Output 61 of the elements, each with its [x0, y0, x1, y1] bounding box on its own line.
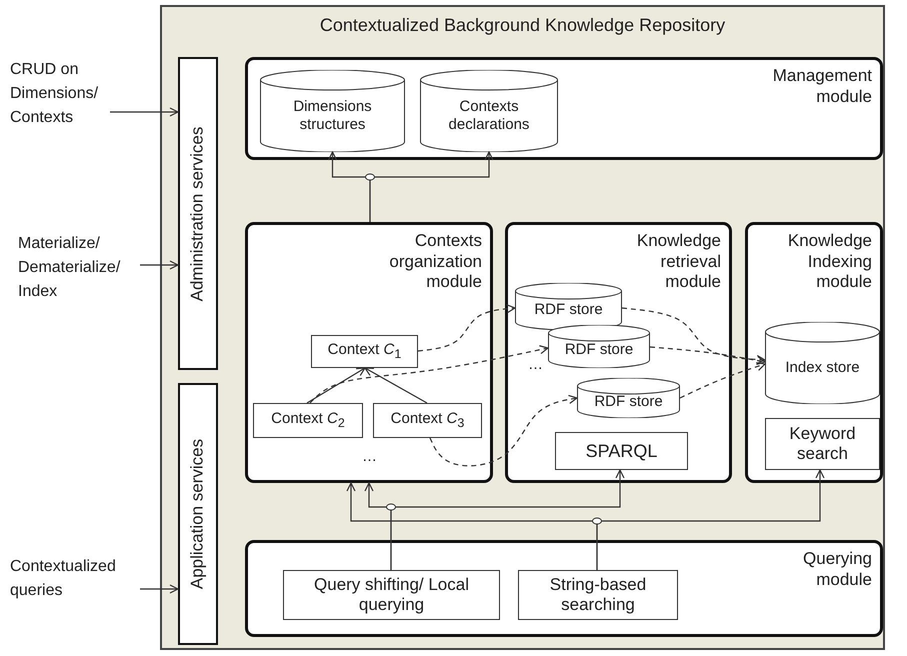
module-title: Knowledge retrieval module [636, 231, 721, 294]
dashed-arrow [310, 345, 549, 404]
input-label: CRUD on Dimensions/ Contexts [10, 60, 100, 128]
database-cylinder [548, 325, 650, 368]
input-label: Materialize/ Dematerialize/ Index [18, 234, 122, 302]
service-band [178, 57, 218, 370]
service-label: Administration services [188, 126, 208, 301]
dashed-arrow [429, 394, 578, 466]
database-cylinder [765, 322, 880, 404]
input-label: Contextualized queries [10, 557, 117, 601]
module-title: Querying module [802, 549, 872, 590]
arrow [369, 151, 494, 222]
dashed-arrow [418, 304, 516, 352]
module-panel [505, 222, 732, 483]
context-box [311, 335, 418, 368]
module-panel [245, 222, 493, 483]
component-box [555, 432, 688, 470]
box-label: Context C$_{2}$ [271, 410, 345, 431]
module-title: Management module [772, 66, 872, 108]
box-label: Context C$_{3}$ [390, 410, 464, 431]
component-box [518, 570, 678, 620]
ellipsis-text: … [528, 356, 543, 374]
store-label: RDF store [533, 300, 604, 320]
store-label: Contexts declarations [448, 96, 530, 135]
service-band [178, 383, 218, 645]
box-label: Query shifting/ Local querying [313, 575, 470, 615]
database-cylinder [515, 283, 622, 330]
repository-panel [160, 5, 885, 650]
dashed-arrow [650, 346, 766, 366]
arrow [596, 469, 825, 570]
module-title: Knowledge Indexing module [786, 231, 872, 294]
database-cylinder [420, 70, 558, 152]
module-title: Contexts organization module [388, 231, 482, 294]
module-panel [245, 57, 883, 160]
arrow [364, 367, 428, 404]
box-label: Keyword search [788, 424, 857, 464]
box-label: Context C$_{1}$ [328, 341, 402, 362]
module-panel [245, 540, 883, 637]
service-label: Application services [188, 438, 208, 590]
store-label: Index store [784, 358, 861, 378]
arrow [110, 107, 179, 117]
repository-title: Contextualized Background Knowledge Repository [318, 15, 726, 37]
component-box [765, 418, 880, 470]
box-label: String-based searching [548, 575, 648, 615]
store-label: RDF store [564, 340, 634, 360]
component-box [283, 570, 500, 620]
arrow [140, 260, 179, 270]
context-box [373, 403, 482, 438]
arrow [140, 584, 179, 594]
arrow [390, 469, 625, 570]
dashed-arrow [622, 307, 766, 364]
store-label: RDF store [593, 392, 664, 412]
store-label: Dimensions structures [292, 96, 373, 135]
box-label: SPARQL [586, 440, 658, 462]
ellipsis-text: … [362, 448, 377, 466]
module-panel [745, 222, 883, 483]
database-cylinder [260, 70, 405, 152]
context-box [253, 403, 363, 438]
dashed-arrow [680, 362, 766, 399]
database-cylinder [577, 378, 680, 418]
arrow [306, 367, 366, 404]
